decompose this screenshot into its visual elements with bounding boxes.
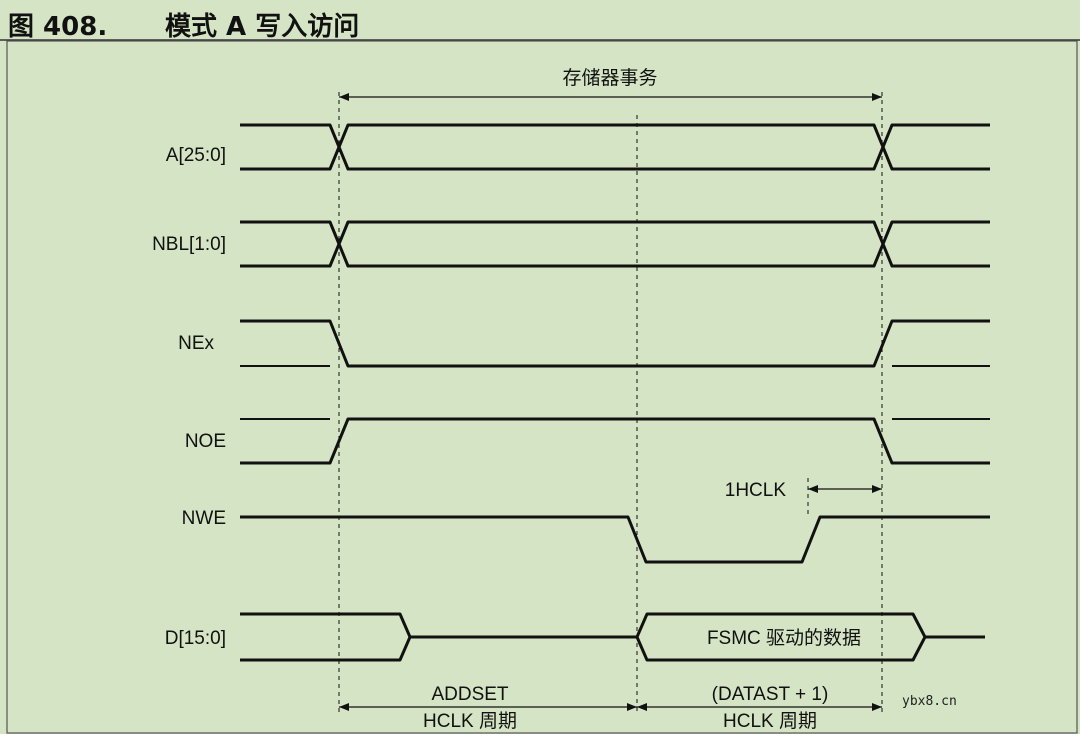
waveform-noe: [240, 417, 990, 465]
datast-unit-label: HCLK 周期: [723, 710, 817, 732]
memory-transaction-label: 存储器事务: [562, 67, 657, 89]
waveform-nbl-lower: [240, 220, 990, 268]
waveform-nbl-upper: [240, 220, 990, 268]
signal-label-data: D[15:0]: [165, 628, 226, 649]
reference-lines: [338, 92, 883, 714]
signal-label-nbl: NBL[1:0]: [152, 234, 226, 255]
waveform-nwe: [240, 515, 990, 564]
watermark: ybx8.cn: [902, 694, 957, 709]
signal-label-address: A[25:0]: [166, 145, 226, 166]
figure-number: 图 408.: [8, 12, 108, 42]
waveform-data-invalid: [240, 612, 412, 662]
one-hclk-label: 1HCLK: [725, 480, 787, 501]
signal-label-nwe: NWE: [182, 508, 226, 529]
diagram-frame: [6, 40, 1078, 734]
signal-label-noe: NOE: [185, 431, 226, 452]
data-driven-label: FSMC 驱动的数据: [707, 627, 861, 649]
figure-header: 图 408. 模式 A 写入访问: [0, 0, 1080, 42]
addset-unit-label: HCLK 周期: [423, 710, 517, 732]
datast-label: (DATAST + 1): [712, 684, 829, 705]
figure-title: 模式 A 写入访问: [165, 12, 360, 42]
waveforms: [240, 123, 990, 662]
addset-label: ADDSET: [431, 684, 508, 705]
waveform-address-upper: [240, 123, 990, 171]
waveform-address-lower: [240, 123, 990, 171]
signal-label-nex: NEx: [178, 333, 214, 354]
waveform-nex: [240, 319, 990, 368]
